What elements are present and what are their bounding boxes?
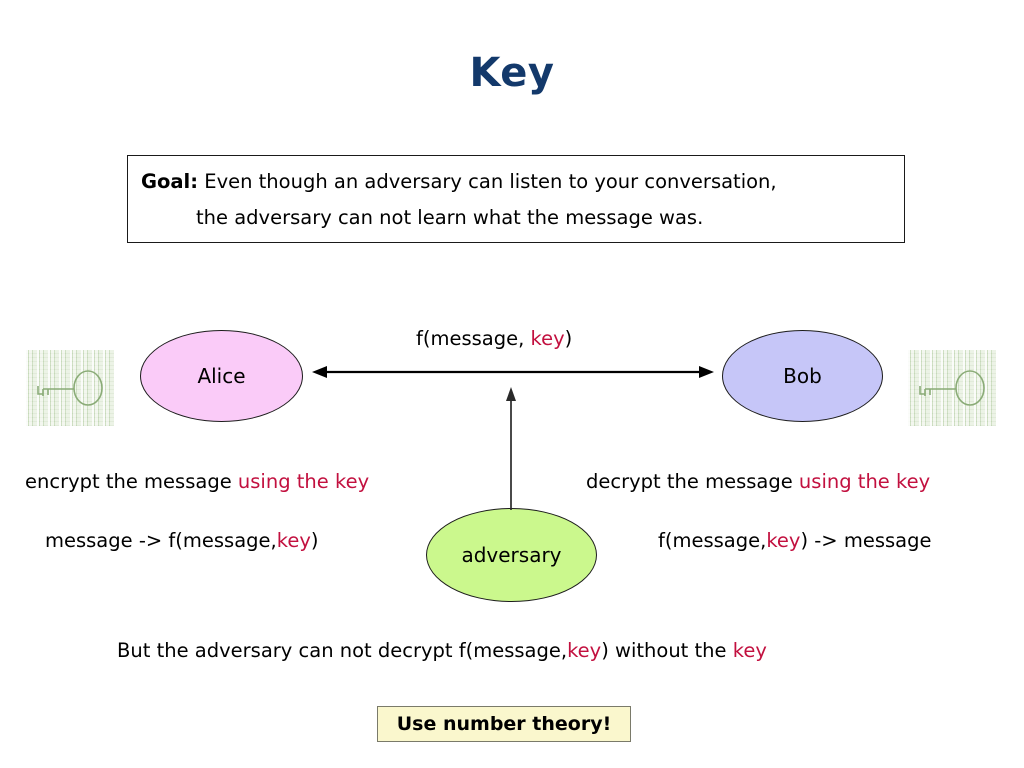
encrypt-formula-key: key — [276, 529, 311, 552]
goal-line-2: the adversary can not learn what the mes… — [196, 206, 704, 229]
encrypt-caption-key: using the key — [237, 470, 370, 493]
decrypt-caption: decrypt the message using the key — [586, 470, 930, 493]
skeleton-key-icon — [37, 370, 103, 406]
goal-line-1: Goal: Even though an adversary can liste… — [141, 170, 777, 193]
bottom-note: But the adversary can not decrypt f(mess… — [117, 639, 767, 662]
node-alice[interactable]: Alice — [140, 330, 303, 422]
skeleton-key-icon — [919, 370, 985, 406]
encrypt-formula-pre: message -> f(message, — [45, 529, 277, 552]
node-bob[interactable]: Bob — [722, 330, 883, 422]
channel-label-prefix: f(message, — [416, 327, 531, 350]
channel-label-key: key — [530, 327, 565, 350]
key-icon-right — [908, 350, 996, 426]
channel-label: f(message, key) — [416, 327, 572, 350]
node-bob-label: Bob — [783, 364, 822, 388]
bottom-note-pre: But the adversary can not decrypt f(mess… — [117, 639, 568, 662]
bottom-note-mid: ) without the — [601, 639, 733, 662]
goal-label: Goal: — [141, 170, 199, 193]
node-adversary[interactable]: adversary — [426, 508, 597, 602]
decrypt-formula-pre: f(message, — [658, 529, 767, 552]
page-title: Key — [469, 50, 555, 96]
channel-double-arrow-icon — [312, 366, 714, 378]
encrypt-caption: encrypt the message using the key — [25, 470, 369, 493]
goal-callout-box: Goal: Even though an adversary can liste… — [127, 155, 905, 243]
decrypt-caption-key: using the key — [798, 470, 931, 493]
bottom-note-key-2: key — [732, 639, 767, 662]
decrypt-caption-plain: decrypt the message — [586, 470, 799, 493]
hint-callout-box: Use number theory! — [377, 706, 631, 742]
encrypt-formula: message -> f(message,key) — [45, 529, 318, 552]
decrypt-formula-post: ) -> message — [800, 529, 932, 552]
decrypt-formula: f(message,key) -> message — [658, 529, 931, 552]
eavesdrop-up-arrow-icon — [506, 387, 516, 510]
node-adversary-label: adversary — [461, 543, 562, 567]
node-alice-label: Alice — [197, 364, 246, 388]
bottom-note-key-1: key — [567, 639, 602, 662]
encrypt-caption-plain: encrypt the message — [25, 470, 238, 493]
decrypt-formula-key: key — [766, 529, 801, 552]
key-icon-left — [26, 350, 114, 426]
channel-label-suffix: ) — [564, 327, 573, 350]
hint-text: Use number theory! — [396, 713, 612, 735]
goal-line-1-text: Even though an adversary can listen to y… — [198, 170, 777, 193]
encrypt-formula-post: ) — [310, 529, 319, 552]
